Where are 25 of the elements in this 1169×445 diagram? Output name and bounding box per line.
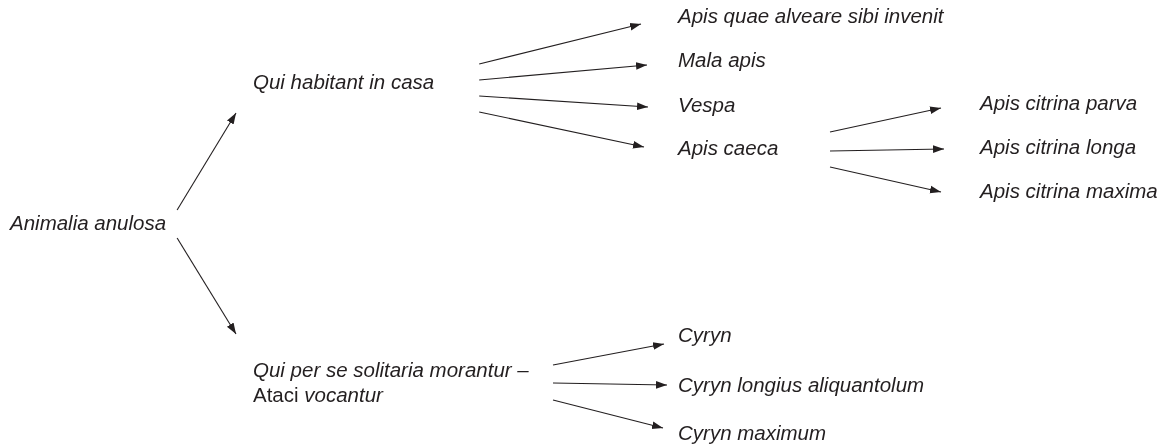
taxon-label: Cyryn maximum — [678, 422, 827, 444]
taxon-label: Apis caeca — [678, 137, 820, 159]
taxon-label: Cyryn longius aliquantolum — [678, 374, 925, 396]
taxon-label: Apis citrina longa — [980, 136, 1137, 158]
arrow — [552, 399, 664, 429]
arrow — [552, 342, 665, 366]
taxon-label: Animalia anulosa — [10, 212, 167, 234]
arrow — [478, 22, 642, 65]
arrow — [176, 112, 237, 211]
taxon-label: Apis citrina parva — [980, 92, 1138, 114]
taxon-label: Qui habitant in casa — [253, 71, 435, 93]
taxon-label: Cyryn — [678, 324, 732, 346]
arrow — [829, 106, 942, 133]
arrow — [478, 95, 649, 111]
arrow — [829, 145, 945, 154]
taxon-label: Qui per se solitaria morantur – Ataci vocantur — [253, 357, 548, 407]
arrow — [478, 111, 645, 149]
taxon-label: Apis quae alveare sibi invenit — [678, 5, 944, 27]
taxon-label: Apis citrina maxima — [980, 180, 1158, 202]
arrow — [478, 62, 648, 81]
taxon-label: Mala apis — [678, 49, 766, 71]
arrow — [829, 166, 942, 194]
arrow — [176, 237, 237, 335]
taxon-label: Vespa — [678, 94, 736, 116]
arrow — [552, 380, 668, 389]
